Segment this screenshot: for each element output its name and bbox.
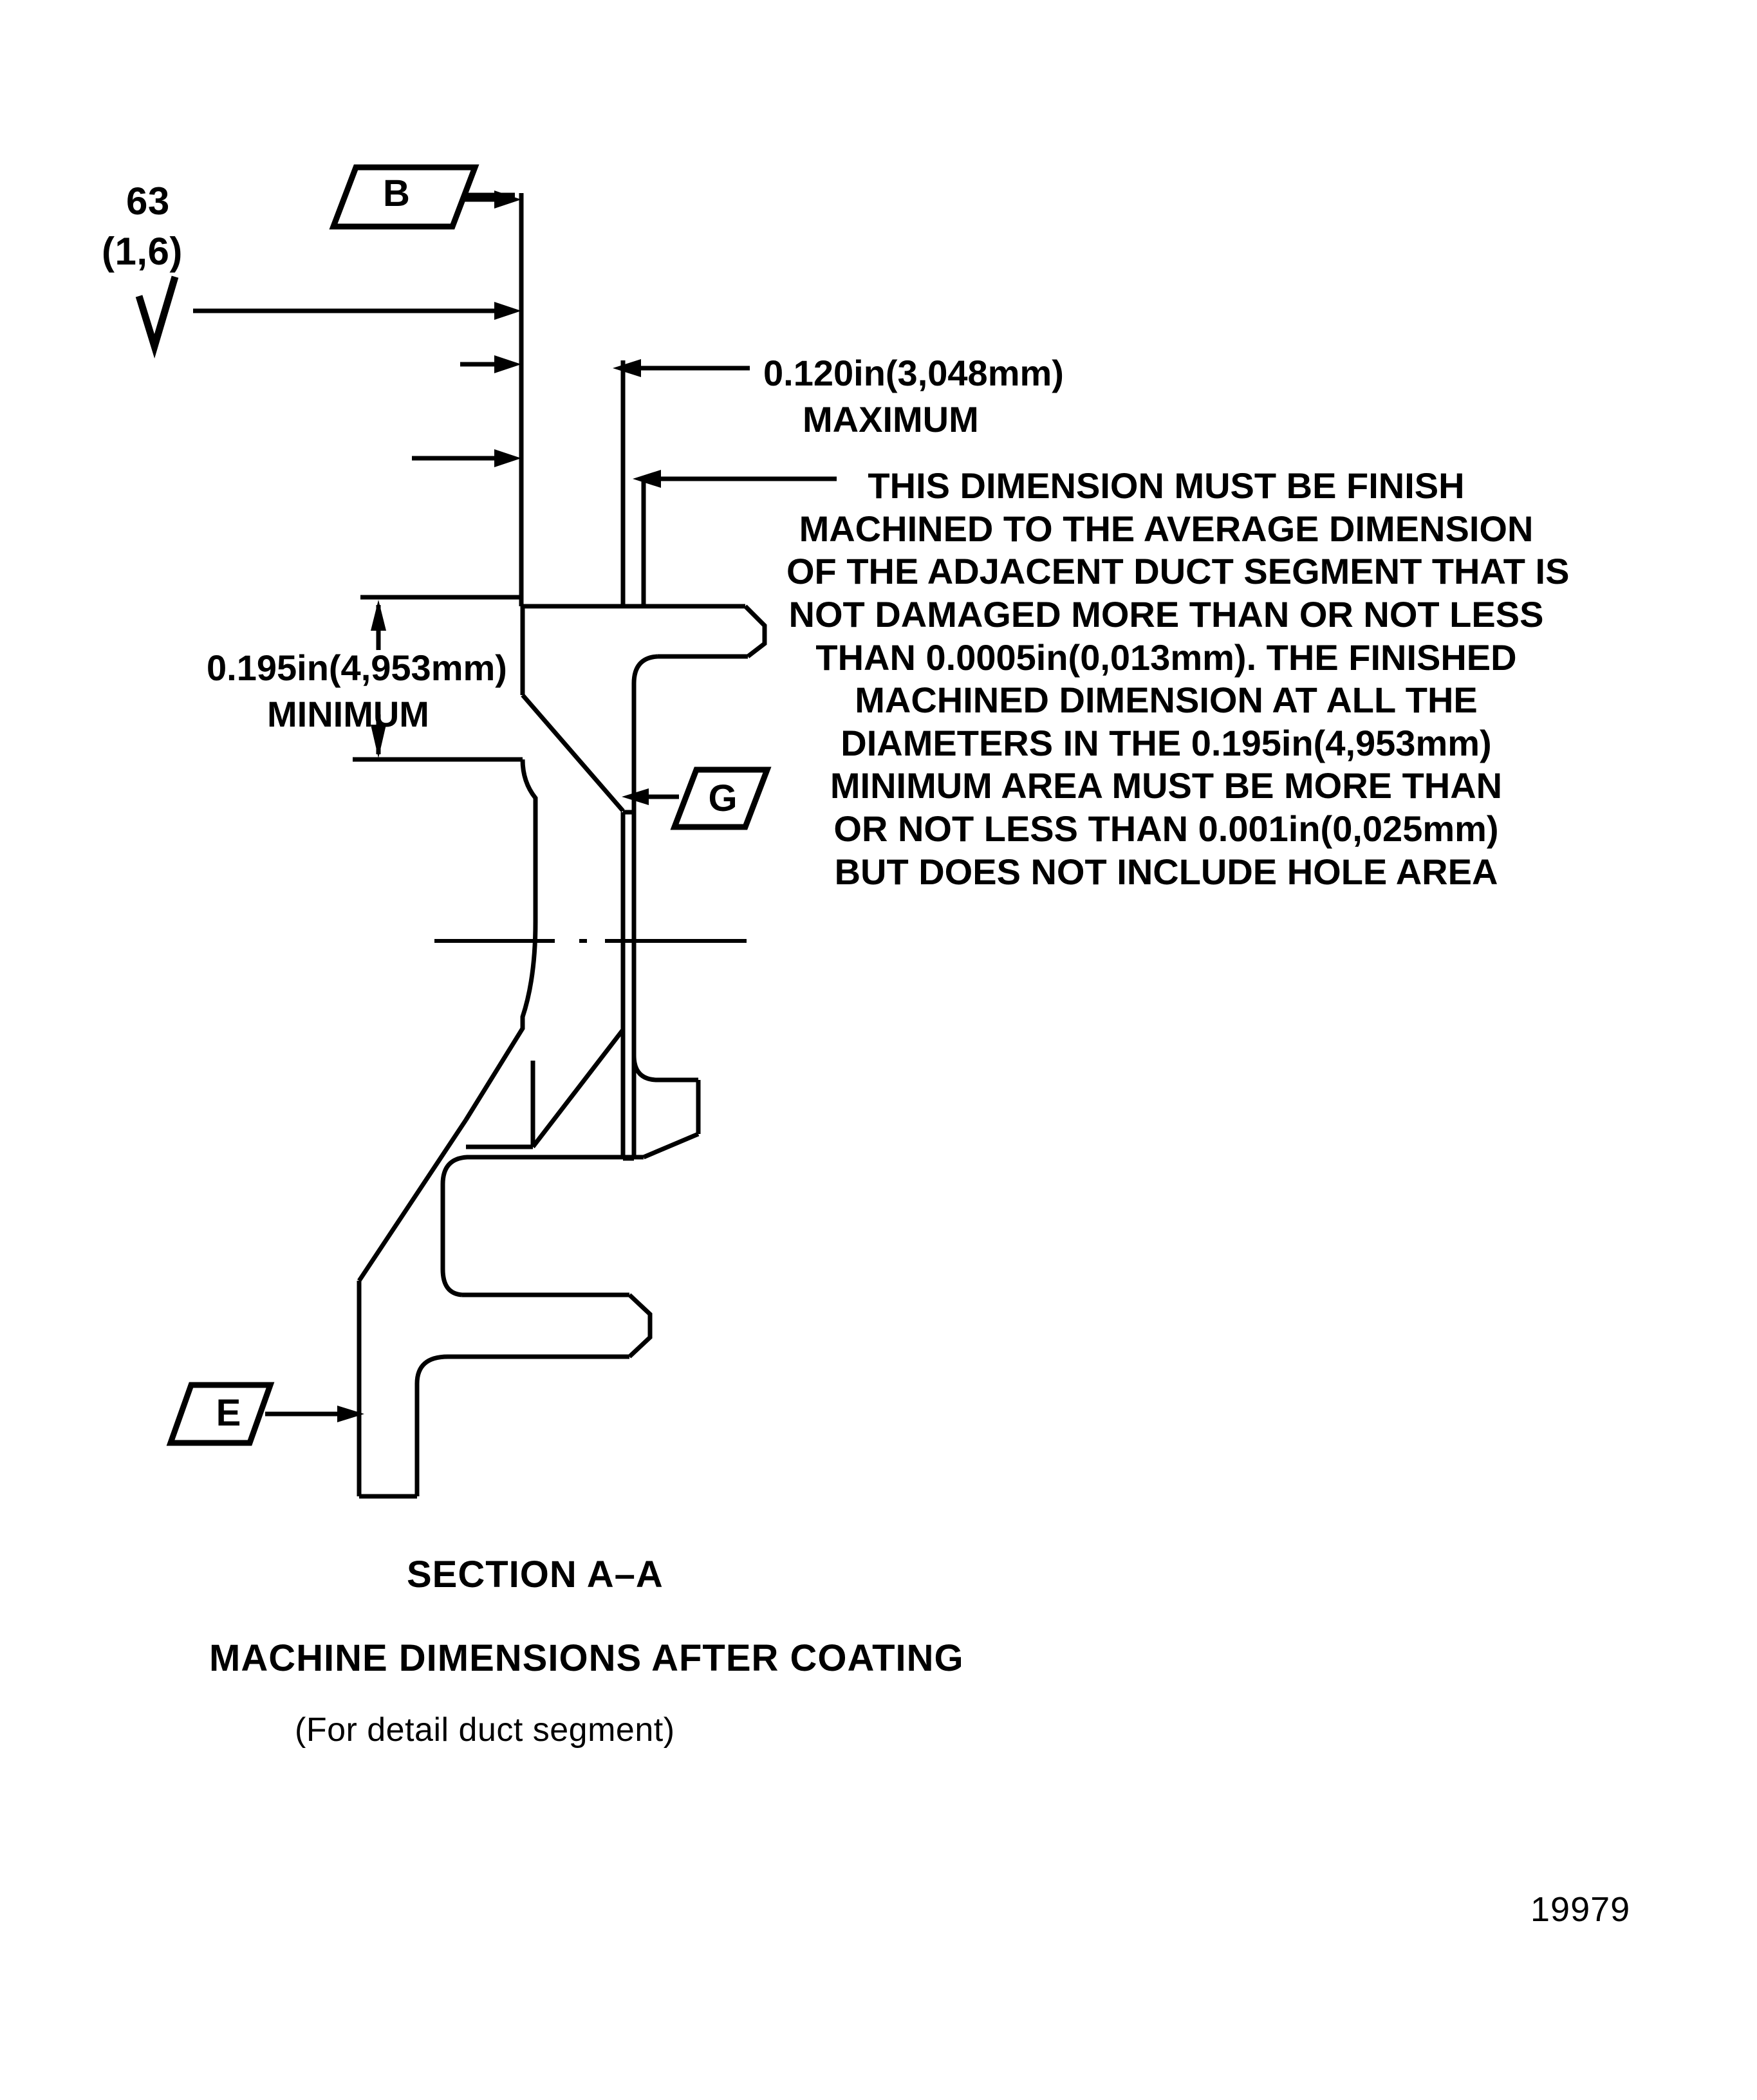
section-caption: SECTION A–A [407,1554,664,1595]
arrowhead-dim-120 [613,359,641,377]
surface-finish-value: 63 [126,180,170,223]
drawing-title: MACHINE DIMENSIONS AFTER COATING [209,1637,964,1679]
part-tongue-fillet [440,1268,463,1297]
dimension-thickness-max-value: 0.120in(3,048mm) [763,353,1064,393]
part-second-diagonal [531,1028,625,1149]
machining-note-line: THAN 0.0005in(0,013mm). THE FINISHED [815,637,1517,678]
machining-note-line: BUT DOES NOT INCLUDE HOLE AREA [834,851,1498,892]
figure-number: 19979 [1530,1890,1631,1929]
machining-note-line: MINIMUM AREA MUST BE MORE THAN [830,765,1503,806]
machining-note-line: MACHINED DIMENSION AT ALL THE [855,680,1478,721]
part-channel-top [440,1155,644,1185]
drawing-subtitle: (For detail duct segment) [295,1711,675,1749]
datum-flag-b-label: B [383,172,410,214]
machining-note-line: OF THE ADJACENT DUCT SEGMENT THAT IS [786,551,1570,592]
part-long-left-diagonal [357,1119,468,1282]
machining-note-line: THIS DIMENSION MUST BE FINISH [868,465,1465,506]
part-boss-fillet [631,1055,658,1083]
part-boss-slant [642,1131,700,1160]
arrowhead-short-lower [494,449,521,467]
dimension-thickness-max-qualifier: MAXIMUM [803,399,979,440]
arrowhead-short-upper [494,355,521,373]
datum-flag-b [329,164,479,230]
arrowhead-datum-e [337,1406,364,1422]
machining-note-line: DIAMETERS IN THE 0.195in(4,953mm) [841,722,1492,763]
datum-flag-e [166,1382,275,1446]
part-top-right-chamfer [743,604,767,658]
part-foot-inner [414,1354,449,1496]
surface-finish-metric-value: (1,6) [102,230,183,273]
surface-finish-icon [135,275,179,359]
machining-note-line: MACHINED TO THE AVERAGE DIMENSION [799,508,1534,549]
arrowhead-surface-finish [494,302,521,320]
datum-flag-e-label: E [216,1392,241,1434]
machining-note-line: NOT DAMAGED MORE THAN OR NOT LESS [788,593,1544,635]
dimension-height-min-qualifier: MINIMUM [267,694,429,734]
machining-note-line: OR NOT LESS THAN 0.001in(0,025mm) [833,808,1499,849]
part-tongue-right [628,1293,653,1359]
part-inner-fillet [631,654,658,684]
machining-note-block: THIS DIMENSION MUST BE FINISH MACHINED T… [786,465,1570,893]
arrowhead-195-bottom [371,725,386,758]
datum-flag-g-label: G [708,777,738,819]
datum-flag-g [670,767,772,830]
part-left-contour [464,759,538,1121]
arrowhead-dim-note [633,470,661,488]
part-taper-diagonal [521,693,625,813]
dimension-height-min-value: 0.195in(4,953mm) [207,647,507,688]
arrowhead-195-top [371,600,386,631]
